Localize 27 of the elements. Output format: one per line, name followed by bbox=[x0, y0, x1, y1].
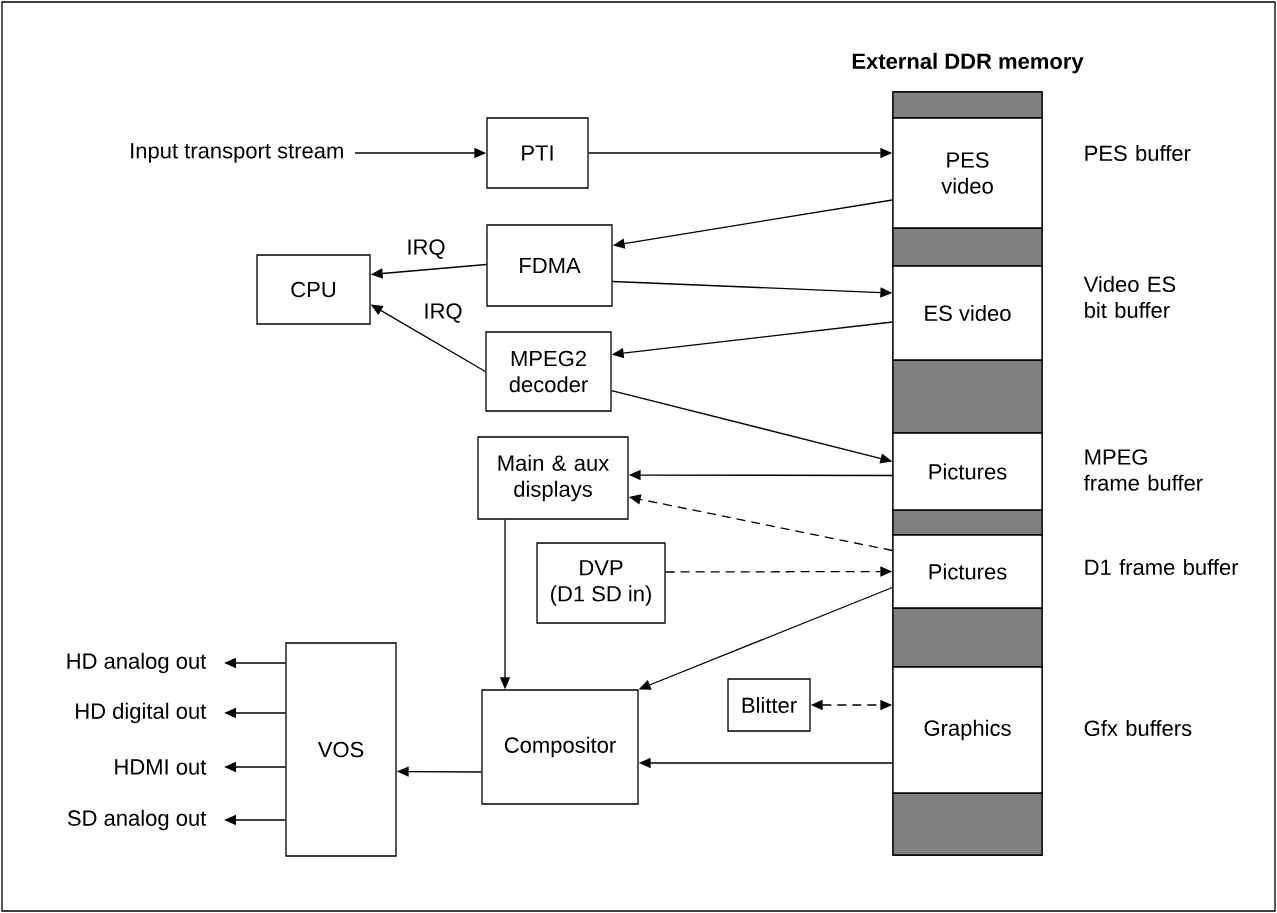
process-box: FDMA bbox=[486, 224, 613, 307]
process-box: MPEG2 decoder bbox=[485, 331, 612, 412]
process-box: VOS bbox=[285, 642, 397, 857]
process-box: Main & aux displays bbox=[477, 436, 629, 520]
buffer-label: Video ES bit buffer bbox=[1083, 275, 1176, 319]
buffer-label: D1 frame buffer bbox=[1085, 558, 1239, 576]
memory-section: Pictures bbox=[892, 432, 1043, 511]
input-label: Input transport stream bbox=[131, 143, 343, 163]
memory-section: ES video bbox=[892, 265, 1043, 361]
process-box: DVP (D1 SD in) bbox=[536, 542, 666, 624]
memory-section: Graphics bbox=[892, 666, 1043, 794]
memory-section: Pictures bbox=[892, 534, 1043, 609]
memory-section: PES video bbox=[892, 117, 1043, 229]
buffer-label: Gfx buffers bbox=[1084, 719, 1192, 737]
process-box: Compositor bbox=[481, 689, 639, 805]
edge-label: IRQ bbox=[422, 302, 464, 324]
output-label: HDMI out bbox=[115, 759, 207, 775]
buffer-label: MPEG frame buffer bbox=[1084, 449, 1203, 491]
process-box: PTI bbox=[486, 117, 589, 189]
node-label: External DDR memory bbox=[852, 52, 1084, 74]
process-box: Blitter bbox=[727, 678, 811, 732]
edge-label: IRQ bbox=[405, 238, 447, 260]
output-label: SD analog out bbox=[67, 809, 207, 831]
output-label: HD analog out bbox=[67, 652, 207, 674]
process-box: CPU bbox=[256, 254, 371, 325]
output-label: HD digital out bbox=[76, 702, 207, 724]
buffer-label: PES buffer bbox=[1085, 144, 1191, 162]
